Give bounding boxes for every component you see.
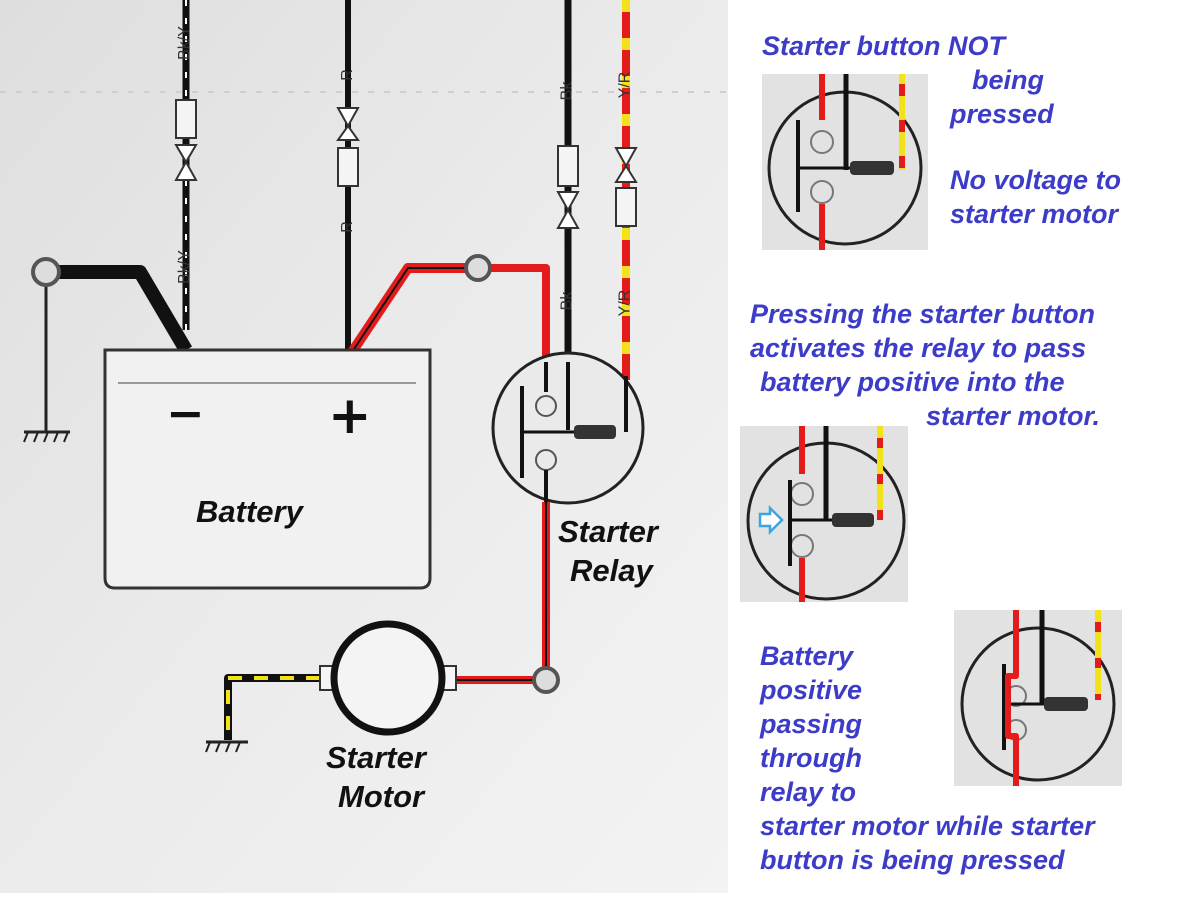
note-not-pressed-line-5: starter motor [950, 199, 1119, 229]
note-passing-line-2: positive [760, 675, 863, 705]
note-pressing-line-1: Pressing the starter button [750, 299, 1096, 329]
battery-negative-sign: − [166, 386, 205, 440]
battery-positive-wire [347, 254, 550, 362]
note-passing-line-5: relay to [760, 777, 857, 807]
note-passing-line-4: through [760, 743, 862, 773]
wire-bk-y [174, 0, 198, 330]
wire-bk [556, 0, 580, 362]
battery-positive-sign: + [328, 386, 372, 446]
note-passing-line-6: starter motor while starter [760, 811, 1095, 841]
wire-label-bk-y-bottom: Bk/Y [175, 250, 193, 284]
note-not-pressed-line-1: Starter button NOT [762, 31, 1005, 61]
battery-negative-ground [23, 257, 193, 443]
relay-label-line-1: Starter [558, 514, 658, 549]
wire-y-r [614, 0, 638, 380]
starter-relay [491, 351, 645, 520]
note-passing-line-3: passing [760, 709, 863, 739]
relay-label-line-2: Relay [570, 553, 653, 588]
battery-label: Battery [196, 494, 303, 529]
motor-label-line-1: Starter [326, 740, 426, 775]
wire-label-r-bottom: R [338, 221, 356, 233]
motor-label-line-2: Motor [338, 779, 425, 814]
inset-relay-pressing [740, 426, 908, 602]
note-not-pressed-line-2: being [972, 65, 1044, 95]
inset-relay-not-pressed [762, 74, 928, 250]
wire-label-y-r-top: Y/R [616, 71, 634, 99]
note-passing-line-7: button is being pressed [760, 845, 1065, 875]
note-pressing-line-4: starter motor. [926, 401, 1101, 431]
battery [103, 348, 432, 590]
wire-label-bk-bottom: Bk [558, 291, 576, 311]
note-pressing-line-3: battery positive into the [760, 367, 1065, 397]
wire-label-y-r-bottom: Y/R [616, 289, 634, 317]
note-not-pressed-line-3: pressed [950, 99, 1054, 129]
note-passing-line-1: Battery [760, 641, 854, 671]
wire-label-r-top: R [338, 69, 356, 81]
note-not-pressed-line-4: No voltage to [950, 165, 1122, 195]
wire-r [336, 0, 360, 352]
wire-label-bk-top: Bk [558, 81, 576, 101]
note-pressing-line-2: activates the relay to pass [750, 333, 1087, 363]
starter-motor [205, 620, 457, 753]
wire-label-bk-y-top: Bk/Y [175, 26, 193, 60]
inset-relay-passing [954, 610, 1122, 786]
push-arrow-icon [758, 504, 784, 536]
relay-to-motor-wire [456, 502, 560, 694]
